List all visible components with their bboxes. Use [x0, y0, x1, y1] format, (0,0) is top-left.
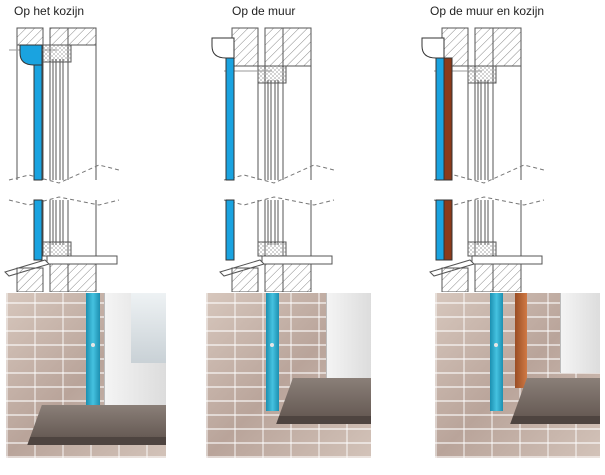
wall-hatch: [264, 27, 284, 67]
window-glass: [131, 293, 166, 363]
wooden-batten: [515, 293, 527, 388]
wall-hatch: [16, 27, 44, 46]
window-sill: [513, 378, 600, 416]
profile-cap: [211, 37, 235, 59]
window-sill: [46, 255, 118, 265]
blue-profile: [33, 64, 43, 181]
frame-section: [467, 241, 497, 257]
wooden-batten: [443, 199, 453, 261]
break-line: [433, 164, 545, 184]
frame-section: [257, 65, 287, 84]
blue-profile: [490, 293, 503, 411]
window-sill: [261, 255, 333, 265]
wall-hatch: [474, 27, 494, 67]
profile-cap: [19, 44, 43, 66]
screw: [270, 343, 274, 347]
break-line: [8, 196, 120, 206]
window-frame: [326, 293, 371, 378]
blue-profile: [435, 57, 445, 181]
break-line: [433, 196, 545, 206]
window-frame: [560, 293, 600, 373]
wall-hatch: [282, 27, 312, 67]
wall-hatch: [492, 263, 522, 292]
blue-profile: [225, 57, 235, 181]
wall-hatch: [282, 263, 312, 292]
frame-section: [467, 65, 497, 84]
wall-hatch: [474, 263, 494, 292]
section-drawing-op-het-kozijn: [4, 27, 120, 292]
frame-section: [42, 241, 72, 257]
wall-hatch: [264, 263, 284, 292]
section-drawing-op-de-muur: [211, 27, 335, 292]
break-line: [223, 164, 335, 184]
screw: [91, 343, 95, 347]
photo-op-de-muur-en-kozijn: [435, 293, 600, 458]
blue-profile: [33, 199, 43, 261]
blue-profile: [86, 293, 100, 405]
blue-profile: [266, 293, 279, 411]
wall-hatch: [67, 263, 97, 292]
window-sill: [30, 405, 166, 437]
wall-hatch: [231, 267, 259, 292]
frame-section: [257, 241, 287, 257]
wooden-batten: [443, 57, 453, 181]
title-op-het-kozijn: Op het kozijn: [14, 4, 85, 18]
screw: [494, 343, 498, 347]
wall-hatch: [441, 267, 469, 292]
wall-hatch: [49, 27, 69, 46]
window-sill: [279, 378, 371, 416]
photo-op-het-kozijn: [6, 293, 166, 458]
wall-hatch: [16, 267, 44, 292]
wall-hatch: [231, 27, 259, 67]
window-sill: [471, 255, 543, 265]
section-drawing-op-de-muur-en-kozijn: [421, 27, 545, 292]
break-line: [8, 164, 120, 184]
profile-cap: [421, 37, 445, 59]
title-op-de-muur: Op de muur: [232, 4, 296, 18]
blue-profile: [225, 199, 235, 261]
wall-hatch: [67, 27, 97, 46]
title-op-de-muur-en-kozijn: Op de muur en kozijn: [430, 4, 545, 18]
wall-hatch: [492, 27, 522, 67]
wall-hatch: [49, 263, 69, 292]
break-line: [223, 196, 335, 206]
frame-section: [42, 44, 72, 63]
blue-profile: [435, 199, 445, 261]
photo-op-de-muur: [206, 293, 371, 458]
